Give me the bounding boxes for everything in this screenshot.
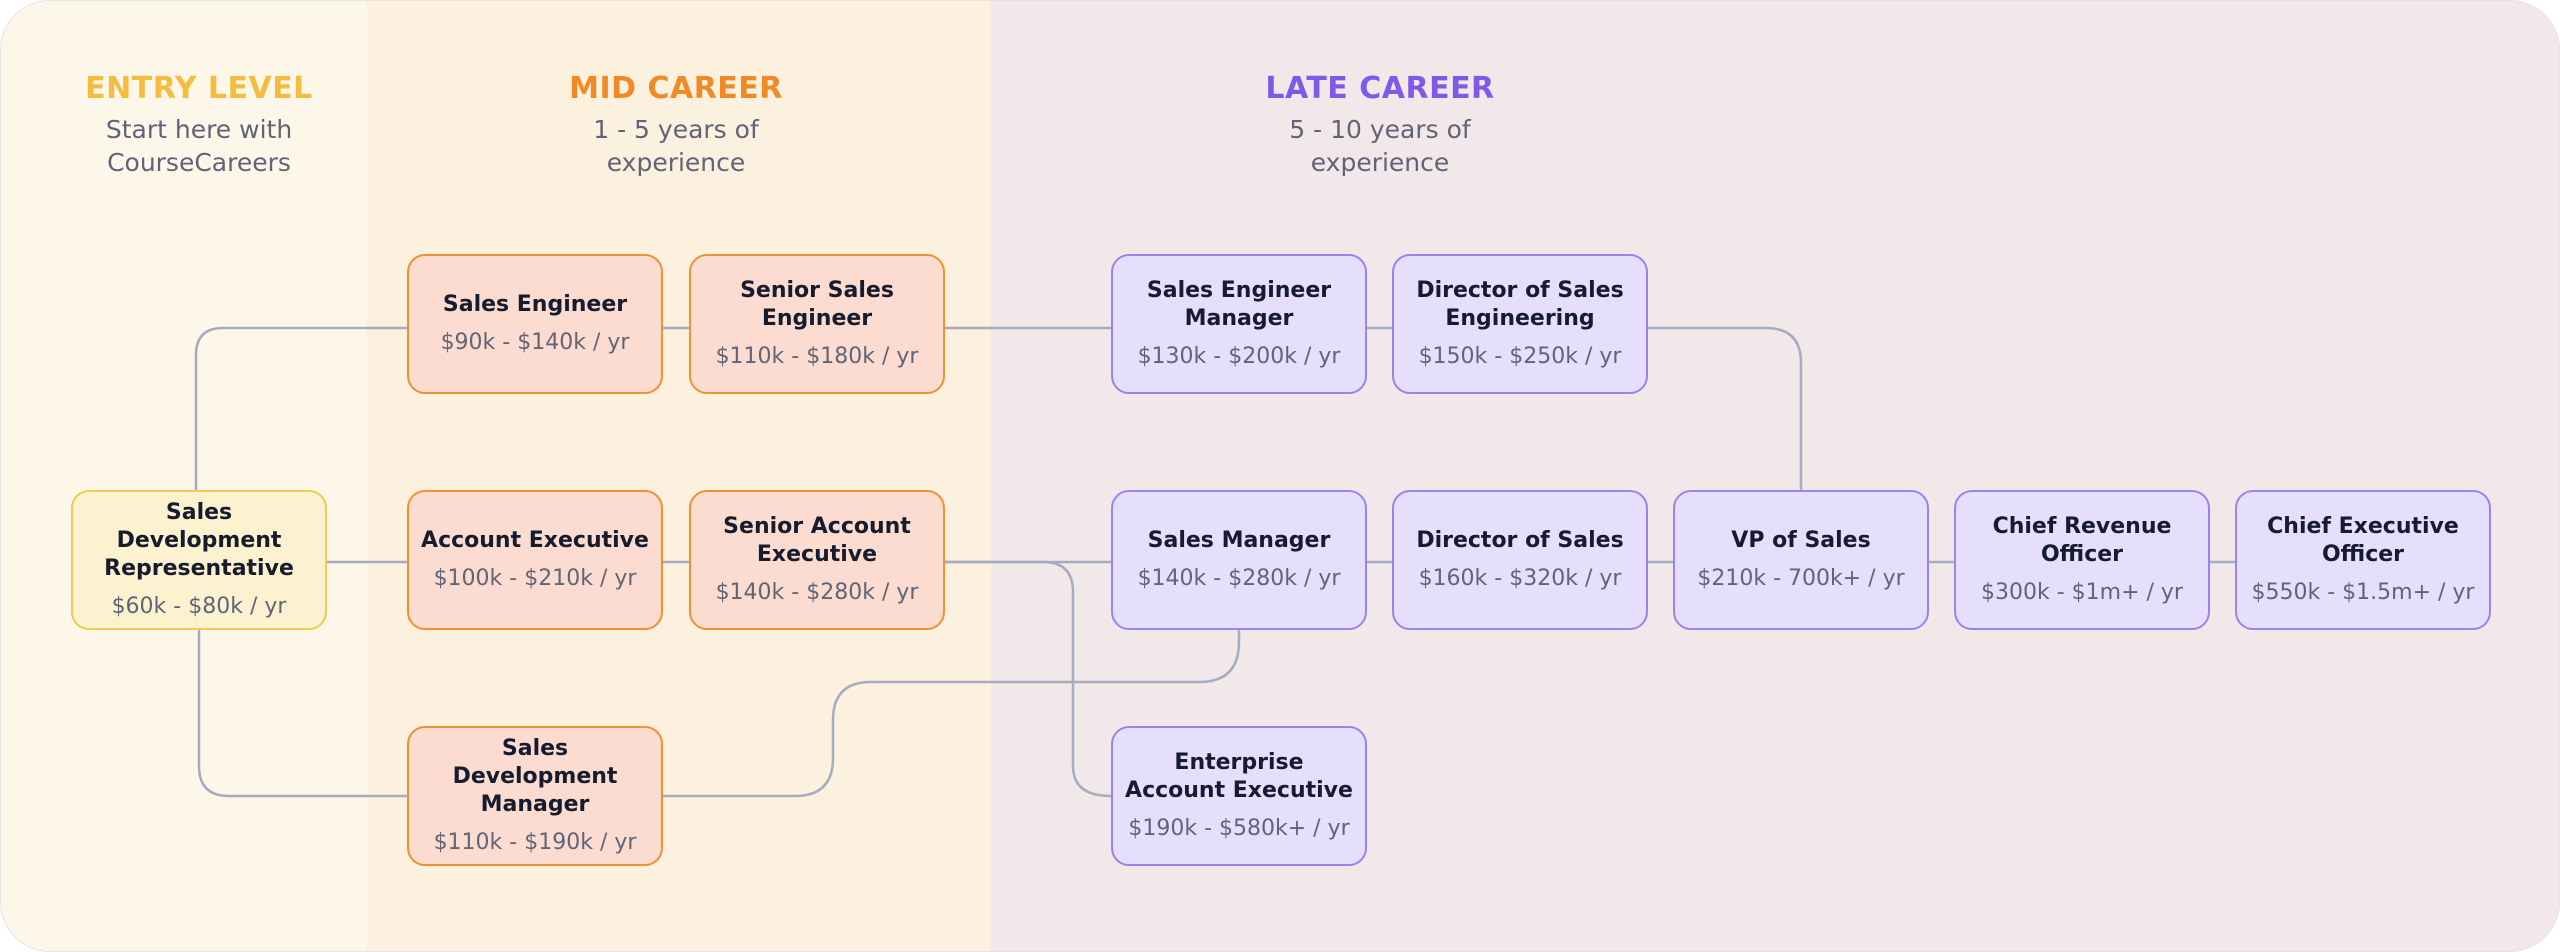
role-senior-account-executive[interactable]: Senior Account Executive $140k - $280k /… xyxy=(689,490,945,630)
role-title: Director of Sales xyxy=(1416,528,1624,553)
late-career-title: LATE CAREER xyxy=(1265,71,1495,106)
role-title: Sales Development Representative xyxy=(104,500,294,581)
role-chief-revenue-officer[interactable]: Chief Revenue Officer $300k - $1m+ / yr xyxy=(1954,490,2210,630)
role-title: Chief Executive Officer xyxy=(2267,514,2459,567)
role-salary: $100k - $210k / yr xyxy=(433,566,637,591)
role-title: Chief Revenue Officer xyxy=(1992,514,2172,567)
role-title: Director of Sales Engineering xyxy=(1416,278,1624,331)
late-career-subtitle: 5 - 10 years of experience xyxy=(1289,115,1471,177)
role-title: Sales Engineer Manager xyxy=(1146,278,1332,331)
role-salary: $210k - 700k+ / yr xyxy=(1697,566,1905,591)
role-title: VP of Sales xyxy=(1731,528,1871,553)
role-director-of-sales-engineering[interactable]: Director of Sales Engineering $150k - $2… xyxy=(1392,254,1648,394)
entry-level-subtitle: Start here with CourseCareers xyxy=(105,115,293,177)
role-enterprise-account-executive[interactable]: Enterprise Account Executive $190k - $58… xyxy=(1111,726,1367,866)
role-account-executive[interactable]: Account Executive $100k - $210k / yr xyxy=(407,490,663,630)
connector-senior-ae-to-enterprise-ae xyxy=(945,560,1112,798)
role-senior-sales-engineer[interactable]: Senior Sales Engineer $110k - $180k / yr xyxy=(689,254,945,394)
role-title: Account Executive xyxy=(421,528,649,553)
role-title: Sales Engineer xyxy=(442,292,628,317)
role-vp-of-sales[interactable]: VP of Sales $210k - 700k+ / yr xyxy=(1673,490,1929,630)
role-salary: $160k - $320k / yr xyxy=(1418,566,1622,591)
connector-director-se-to-vp xyxy=(1648,326,1803,490)
role-title: Enterprise Account Executive xyxy=(1125,750,1353,803)
role-salary: $110k - $190k / yr xyxy=(433,830,637,855)
entry-level-band xyxy=(1,1,367,951)
role-salary: $110k - $180k / yr xyxy=(715,344,919,369)
entry-level-title: ENTRY LEVEL xyxy=(85,71,313,106)
role-salary: $300k - $1m+ / yr xyxy=(1981,580,2183,605)
role-chief-executive-officer[interactable]: Chief Executive Officer $550k - $1.5m+ /… xyxy=(2235,490,2491,630)
role-salary: $90k - $140k / yr xyxy=(440,330,630,355)
role-salary: $130k - $200k / yr xyxy=(1137,344,1341,369)
role-title: Sales Development Manager xyxy=(452,736,618,817)
role-title: Sales Manager xyxy=(1147,528,1331,553)
role-salary: $190k - $580k+ / yr xyxy=(1128,816,1350,841)
role-title: Senior Sales Engineer xyxy=(740,278,894,331)
role-director-of-sales[interactable]: Director of Sales $160k - $320k / yr xyxy=(1392,490,1648,630)
entry-level-header: ENTRY LEVEL Start here with CourseCareer… xyxy=(1,69,399,179)
role-salary: $150k - $250k / yr xyxy=(1418,344,1622,369)
role-salary: $140k - $280k / yr xyxy=(715,580,919,605)
mid-career-header: MID CAREER 1 - 5 years of experience xyxy=(476,69,876,179)
role-sales-engineer-manager[interactable]: Sales Engineer Manager $130k - $200k / y… xyxy=(1111,254,1367,394)
role-salary: $550k - $1.5m+ / yr xyxy=(2251,580,2475,605)
role-sales-manager[interactable]: Sales Manager $140k - $280k / yr xyxy=(1111,490,1367,630)
connector-sdm-to-sales-manager xyxy=(663,630,1241,798)
role-salary: $60k - $80k / yr xyxy=(111,594,287,619)
connector-sdr-to-sales-engineer xyxy=(194,326,407,491)
late-career-header: LATE CAREER 5 - 10 years of experience xyxy=(1180,69,1580,179)
role-salary: $140k - $280k / yr xyxy=(1137,566,1341,591)
mid-career-title: MID CAREER xyxy=(569,71,783,106)
mid-career-subtitle: 1 - 5 years of experience xyxy=(593,115,759,177)
connector-sdr-to-sdm xyxy=(197,629,407,798)
role-sales-development-representative[interactable]: Sales Development Representative $60k - … xyxy=(71,490,327,630)
role-title: Senior Account Executive xyxy=(723,514,911,567)
role-sales-development-manager[interactable]: Sales Development Manager $110k - $190k … xyxy=(407,726,663,866)
role-sales-engineer[interactable]: Sales Engineer $90k - $140k / yr xyxy=(407,254,663,394)
